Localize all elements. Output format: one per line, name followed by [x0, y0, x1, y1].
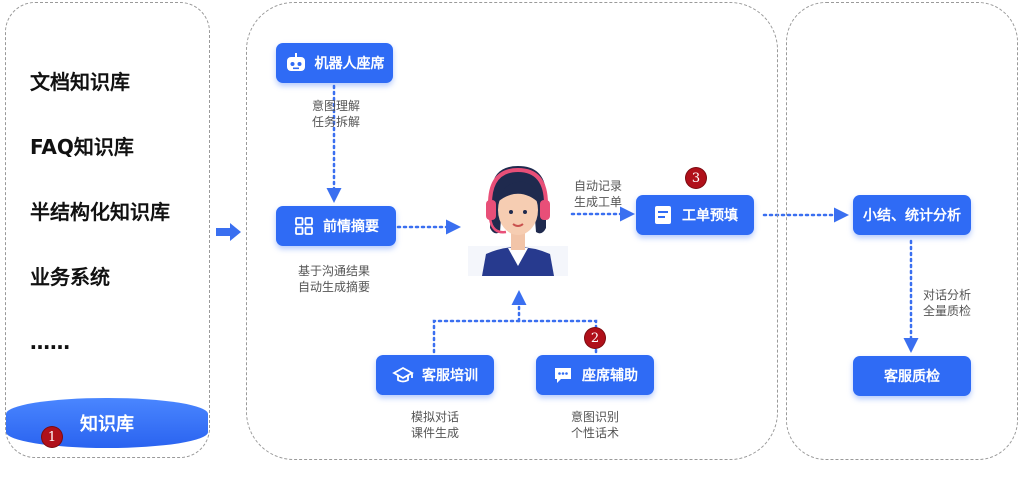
step-badge-3: 3 — [686, 168, 706, 188]
training-caption: 模拟对话 课件生成 — [392, 409, 478, 441]
grid-icon — [293, 215, 315, 237]
kb-item-more: …… — [30, 330, 70, 354]
summary-caption: 基于沟通结果 自动生成摘要 — [279, 263, 389, 295]
robot-agent-button[interactable]: 机器人座席 — [276, 43, 393, 83]
kb-item-business: 业务系统 — [30, 265, 110, 289]
flow-panel — [246, 2, 778, 460]
robot-icon — [285, 52, 307, 74]
ticket-caption-line-2: 生成工单 — [573, 195, 622, 209]
agent-assist-label: 座席辅助 — [582, 368, 638, 384]
kb-item-faq: FAQ知识库 — [30, 135, 134, 159]
ticket-prefill-label: 工单预填 — [682, 208, 738, 224]
agent-headset-illustration — [468, 166, 568, 276]
ticket-prefill-button[interactable]: 工单预填 — [636, 195, 754, 235]
robot-agent-label: 机器人座席 — [314, 56, 385, 72]
analysis-caption-line-2: 全量质检 — [922, 304, 971, 318]
kb-item-semistructured: 半结构化知识库 — [30, 200, 170, 224]
kb-item-docs: 文档知识库 — [30, 70, 130, 94]
knowledge-panel — [5, 2, 210, 458]
agent-training-label: 客服培训 — [422, 368, 478, 384]
training-caption-line-2: 课件生成 — [410, 426, 459, 440]
step-badge-2: 2 — [585, 328, 605, 348]
analysis-panel — [786, 2, 1018, 460]
knowledge-base-disc[interactable]: 知识库 — [6, 398, 208, 448]
training-caption-line-1: 模拟对话 — [410, 410, 459, 424]
chat-icon — [552, 364, 574, 386]
assist-caption-line-2: 个性话术 — [570, 426, 619, 440]
ticket-caption: 自动记录 生成工单 — [566, 178, 630, 210]
agent-assist-button[interactable]: 座席辅助 — [536, 355, 654, 395]
summary-analysis-label: 小结、统计分析 — [863, 208, 961, 224]
analysis-caption: 对话分析 全量质检 — [912, 287, 982, 319]
knowledge-base-label: 知识库 — [80, 414, 134, 435]
prior-summary-label: 前情摘要 — [323, 219, 379, 235]
robot-caption-line-2: 任务拆解 — [311, 115, 360, 129]
form-icon — [652, 204, 674, 226]
robot-caption-line-1: 意图理解 — [311, 99, 360, 113]
summary-caption-line-1: 基于沟通结果 — [297, 264, 370, 278]
assist-caption: 意图识别 个性话术 — [552, 409, 638, 441]
ticket-caption-line-1: 自动记录 — [573, 179, 622, 193]
graduation-cap-icon — [392, 364, 414, 386]
robot-caption: 意图理解 任务拆解 — [296, 98, 376, 130]
knowledge-to-flow-arrow — [216, 223, 241, 241]
prior-summary-button[interactable]: 前情摘要 — [276, 206, 396, 246]
summary-caption-line-2: 自动生成摘要 — [297, 280, 370, 294]
summary-analysis-button[interactable]: 小结、统计分析 — [853, 195, 971, 235]
assist-caption-line-1: 意图识别 — [570, 410, 619, 424]
quality-check-label: 客服质检 — [884, 369, 940, 385]
agent-training-button[interactable]: 客服培训 — [376, 355, 494, 395]
quality-check-button[interactable]: 客服质检 — [853, 356, 971, 396]
step-badge-1: 1 — [42, 427, 62, 447]
analysis-caption-line-1: 对话分析 — [922, 288, 971, 302]
